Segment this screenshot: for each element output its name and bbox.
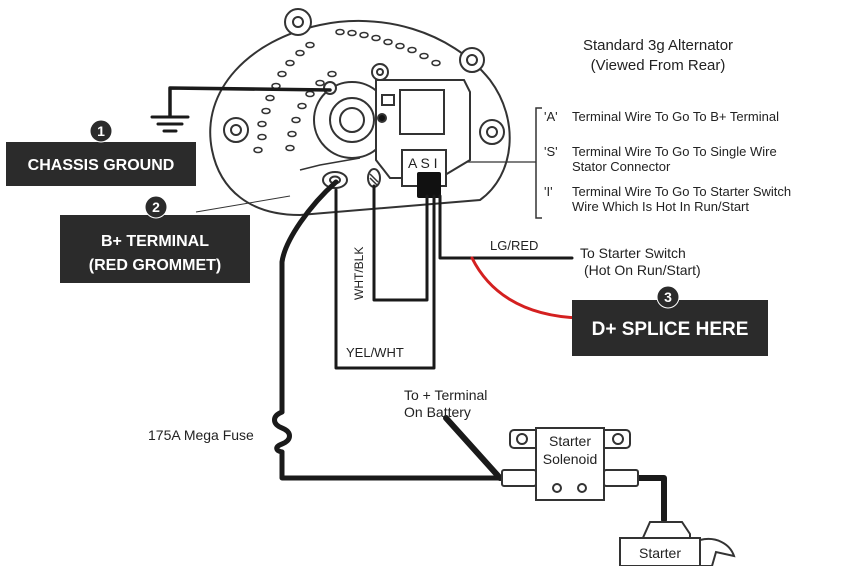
b-plus-leader-line bbox=[195, 195, 291, 213]
starter-switch-label-2: (Hot On Run/Start) bbox=[584, 262, 701, 278]
callout-b-plus-terminal: 2 B+ TERMINAL (RED GROMMET) bbox=[60, 195, 250, 283]
note-a-text: Terminal Wire To Go To B+ Terminal bbox=[572, 109, 779, 124]
starter-motor bbox=[619, 521, 736, 566]
fuse-label: 175A Mega Fuse bbox=[148, 427, 254, 443]
solenoid-label-1: Starter bbox=[549, 433, 591, 449]
terminal-letters: A S I bbox=[408, 155, 438, 171]
callout-label-1: CHASSIS GROUND bbox=[28, 157, 175, 174]
solenoid-label-2: Solenoid bbox=[543, 451, 598, 467]
wht-blk-wire bbox=[372, 184, 429, 302]
note-s-text-1: Terminal Wire To Go To Single Wire bbox=[572, 144, 777, 159]
diagram-subtitle: (Viewed From Rear) bbox=[591, 57, 726, 74]
callout-number-1: 1 bbox=[97, 123, 105, 139]
callout-label-2b: (RED GROMMET) bbox=[89, 257, 221, 274]
b-plus-wire-lower bbox=[279, 449, 503, 481]
yel-wht-wire bbox=[334, 188, 436, 370]
starter-cable bbox=[631, 475, 667, 523]
lg-red-label: LG/RED bbox=[490, 238, 538, 253]
callout-number-2: 2 bbox=[152, 199, 160, 215]
callout-chassis-ground: 1 CHASSIS GROUND bbox=[6, 119, 196, 186]
callout-number-3: 3 bbox=[664, 289, 672, 305]
battery-label-2: On Battery bbox=[404, 404, 471, 420]
fuse-icon bbox=[272, 409, 292, 455]
yel-wht-label: YEL/WHT bbox=[346, 345, 404, 360]
wht-blk-label: WHT/BLK bbox=[352, 247, 366, 300]
wires bbox=[168, 86, 667, 523]
starter-label: Starter bbox=[639, 545, 681, 561]
note-i-text-1: Terminal Wire To Go To Starter Switch bbox=[572, 184, 791, 199]
notes-bracket bbox=[535, 107, 542, 219]
ground-wire bbox=[168, 86, 332, 118]
connector-plug bbox=[417, 172, 441, 198]
d-plus-splice-wire bbox=[470, 256, 582, 320]
callout-label-3: D+ SPLICE HERE bbox=[592, 319, 749, 340]
starter-switch-label-1: To Starter Switch bbox=[580, 245, 686, 261]
b-plus-wire bbox=[279, 179, 339, 415]
vent-slots bbox=[253, 28, 441, 154]
callout-label-2a: B+ TERMINAL bbox=[101, 233, 209, 250]
note-i-text-2: Wire Which Is Hot In Run/Start bbox=[572, 199, 749, 214]
note-i-code: 'I' bbox=[544, 184, 553, 199]
note-s-text-2: Stator Connector bbox=[572, 159, 671, 174]
diagram-title: Standard 3g Alternator bbox=[583, 37, 733, 54]
battery-label-1: To + Terminal bbox=[404, 387, 487, 403]
callout-d-plus-splice: 3 D+ SPLICE HERE bbox=[572, 285, 768, 356]
note-a-code: 'A' bbox=[544, 109, 558, 124]
ground-symbol-icon bbox=[150, 115, 190, 133]
starter-solenoid bbox=[501, 427, 639, 501]
alternator bbox=[209, 8, 511, 217]
battery-cable bbox=[443, 415, 503, 481]
note-s-code: 'S' bbox=[544, 144, 558, 159]
lg-red-wire bbox=[438, 194, 574, 260]
